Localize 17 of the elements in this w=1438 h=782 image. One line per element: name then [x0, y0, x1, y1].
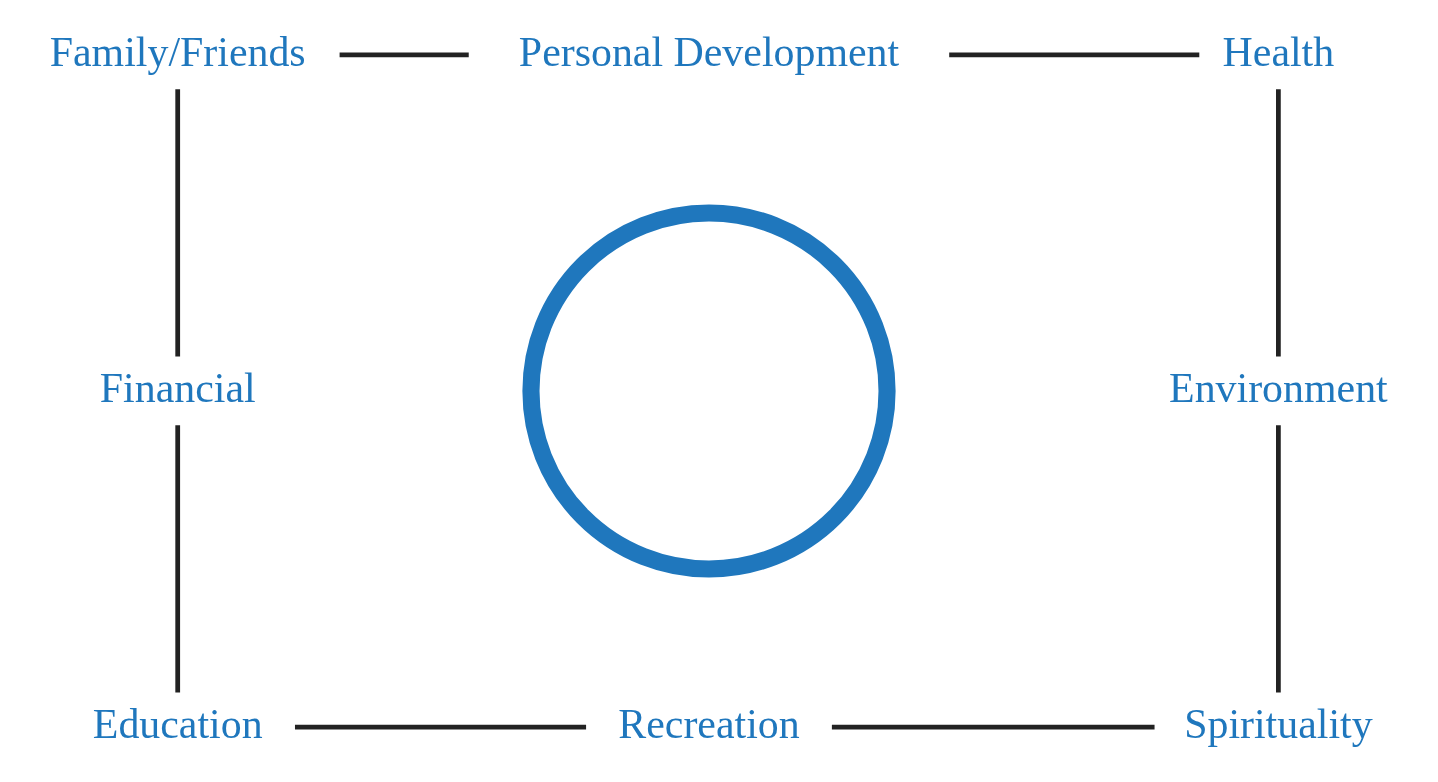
connector [949, 52, 1200, 58]
node-text: Education [92, 700, 263, 747]
connector [1276, 425, 1281, 693]
node-text: Spirituality [1184, 700, 1373, 747]
connector [1276, 89, 1281, 357]
node-circle [522, 204, 896, 578]
node-text: Personal Development [518, 28, 900, 75]
connector [339, 52, 469, 58]
node-text: Health [1222, 28, 1335, 75]
node-text: Recreation [618, 700, 800, 747]
connector [831, 724, 1155, 730]
node-text: Financial [99, 364, 256, 411]
connector [294, 724, 587, 730]
connector [175, 425, 181, 693]
node-text: Environment [1169, 364, 1388, 411]
node-text: Family/Friends [49, 28, 306, 75]
connector [175, 89, 181, 357]
